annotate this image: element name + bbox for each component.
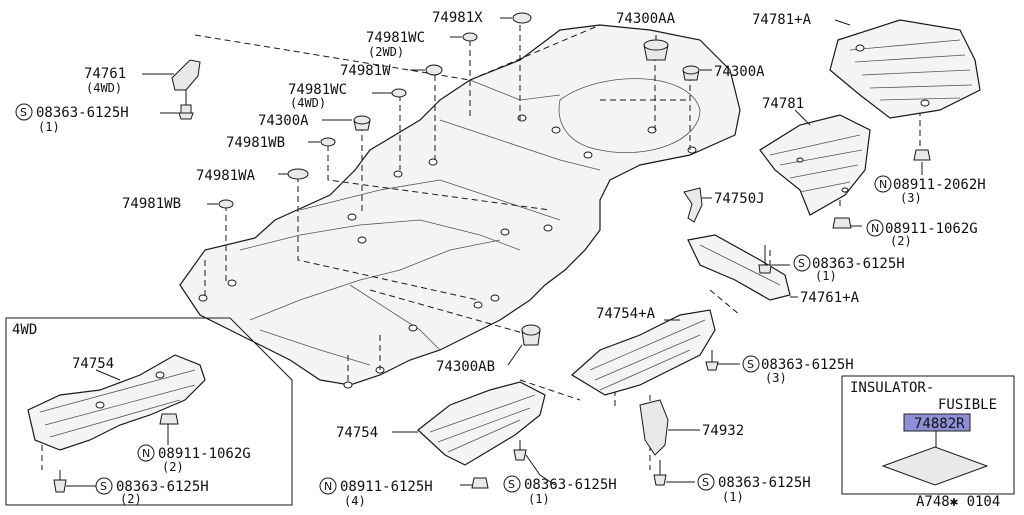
label-74981wa: 74981WA: [196, 168, 256, 184]
label-08363-mid-right-qty: (1): [815, 269, 837, 283]
dashed-guides: [194, 24, 921, 470]
label-74981wc-2wd-note: (2WD): [368, 45, 404, 59]
label-08911-1062g-inset: 08911-1062G: [158, 446, 251, 462]
label-74981wc-4wd: 74981WC: [288, 82, 347, 98]
label-74781-plus-a: 74781+A: [752, 12, 812, 28]
label-08363-right-3: 08363-6125H: [761, 357, 854, 373]
svg-text:N: N: [142, 447, 150, 460]
label-08911-1062g-inset-qty: (2): [162, 460, 184, 474]
label-74761-plus-a: 74761+A: [800, 290, 860, 306]
label-08911-2062h: 08911-2062H: [893, 177, 986, 193]
screw-symbol-icon: [15, 103, 33, 121]
label-74754-bottom: 74754: [336, 425, 378, 441]
screw-symbol-icon: [697, 473, 715, 491]
screw-symbol-icon: [793, 254, 811, 272]
bracket-74761-plus-a: [687, 234, 791, 301]
heat-shield-74781: [759, 114, 871, 229]
nut-symbol-icon: [866, 219, 884, 237]
label-08363-mid-right: 08363-6125H: [812, 256, 905, 272]
label-74781: 74781: [762, 96, 804, 112]
bracket-74750j: [683, 187, 703, 223]
nut-symbol-icon: [874, 175, 892, 193]
label-74981wb-top: 74981WB: [226, 135, 285, 151]
diagram-code: A748✱ 0104: [916, 494, 1000, 510]
svg-text:S: S: [798, 257, 805, 270]
label-08363-top-left-qty: (1): [38, 120, 60, 134]
legend-box: INSULATOR- FUSIBLE 74882R: [841, 375, 1015, 495]
svg-text:N: N: [324, 480, 332, 493]
label-74300ab: 74300AB: [436, 359, 495, 375]
label-08363-bottom-right-qty: (1): [722, 490, 744, 504]
label-08363-bottom-right: 08363-6125H: [718, 475, 811, 491]
svg-text:N: N: [871, 222, 879, 235]
label-74754-inset: 74754: [72, 356, 114, 372]
legend-line1: INSULATOR-: [850, 380, 934, 396]
label-74761: 74761: [84, 66, 126, 82]
label-74981wb-bottom: 74981WB: [122, 196, 181, 212]
label-74300aa: 74300AA: [616, 11, 676, 27]
plugs: [218, 12, 700, 346]
svg-text:S: S: [100, 480, 107, 493]
floor-panel: [179, 24, 741, 389]
label-08911-1062g-right-qty: (2): [890, 234, 912, 248]
label-08363-right-3-qty: (3): [765, 371, 787, 385]
bracket-74932: [639, 399, 669, 486]
label-74932: 74932: [702, 423, 744, 439]
leader-lines: [66, 17, 923, 487]
svg-text:S: S: [20, 106, 27, 119]
bracket-74761: [171, 59, 201, 120]
label-74750j: 74750J: [714, 191, 765, 207]
label-08911-1062g-right: 08911-1062G: [885, 221, 978, 237]
screw-symbol-icon: [742, 355, 760, 373]
svg-text:S: S: [747, 358, 754, 371]
legend-line2: FUSIBLE: [938, 397, 997, 413]
heat-shield-74754: [417, 381, 546, 489]
legend-part-no: 74882R: [914, 416, 965, 432]
heat-shield-74781-plus-a: [829, 19, 981, 161]
label-74981x: 74981X: [432, 10, 483, 26]
label-08363-top-left: 08363-6125H: [36, 105, 129, 121]
label-74981w: 74981W: [340, 63, 391, 79]
fastener-symbols: S N N S S N S S N S: [15, 103, 892, 495]
nut-symbol-icon: [137, 444, 155, 462]
part-labels: 74981X 74981WC (2WD) 74981W 74981WC (4WD…: [36, 10, 1000, 510]
legend-highlight: [903, 413, 971, 432]
screw-symbol-icon: [95, 477, 113, 495]
label-74981wc-4wd-note: (4WD): [290, 96, 326, 110]
label-08363-inset-qty: (2): [120, 492, 142, 506]
label-08363-bottom-mid-qty: (1): [528, 492, 550, 506]
label-74981wc-2wd: 74981WC: [366, 30, 425, 46]
label-74761-note: (4WD): [86, 81, 122, 95]
label-08911-6125h-qty: (4): [344, 494, 366, 508]
svg-text:S: S: [702, 476, 709, 489]
screw-symbol-icon: [503, 475, 521, 493]
label-74754-plus-a: 74754+A: [596, 306, 656, 322]
label-08911-6125h: 08911-6125H: [340, 479, 433, 495]
heat-shield-74754-plus-a: [570, 309, 719, 396]
inset-4wd-title: 4WD: [12, 322, 37, 338]
svg-text:S: S: [508, 478, 515, 491]
label-08363-inset: 08363-6125H: [116, 479, 209, 495]
nut-symbol-icon: [319, 477, 337, 495]
inset-4wd-box: 4WD: [5, 317, 293, 506]
label-74300a-right: 74300A: [714, 64, 765, 80]
svg-text:N: N: [879, 178, 887, 191]
label-74300a-left: 74300A: [258, 113, 309, 129]
label-08363-bottom-mid: 08363-6125H: [524, 477, 617, 493]
label-08911-2062h-qty: (3): [900, 191, 922, 205]
